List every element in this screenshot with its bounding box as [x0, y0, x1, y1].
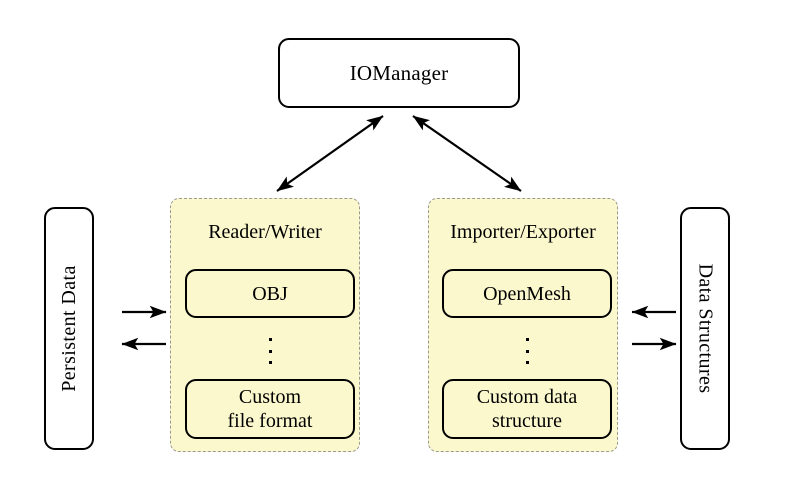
- arrow-manager-reader-writer: [276, 115, 384, 192]
- vdots-dot: [525, 361, 529, 364]
- item-custom-data-structure-line2: structure: [492, 410, 562, 432]
- vdots-dot: [525, 349, 529, 353]
- item-custom-data-structure-line1: Custom data: [476, 386, 578, 408]
- data-structures-label: Data Structures: [694, 263, 717, 394]
- vdots-dot: [268, 338, 272, 341]
- node-persistent-data[interactable]: Persistent Data: [44, 207, 94, 450]
- vdots-reader-writer: [268, 338, 272, 364]
- vdots-dot: [268, 361, 272, 364]
- group-importer-exporter-title: Importer/Exporter: [450, 221, 596, 243]
- vdots-dot: [268, 349, 272, 353]
- io-manager-label: IOManager: [349, 60, 449, 85]
- item-custom-file-format[interactable]: Custom file format: [185, 379, 355, 439]
- vdots-dot: [525, 338, 529, 341]
- node-data-structures[interactable]: Data Structures: [680, 207, 730, 450]
- vdots-importer-exporter: [525, 338, 529, 364]
- item-custom-data-structure[interactable]: Custom data structure: [442, 379, 612, 439]
- item-custom-file-format-line2: file format: [227, 410, 313, 432]
- item-obj[interactable]: OBJ: [185, 269, 355, 318]
- arrow-manager-importer-exporter: [412, 115, 522, 192]
- group-reader-writer-title: Reader/Writer: [208, 221, 322, 243]
- item-obj-label: OBJ: [252, 282, 288, 305]
- item-custom-file-format-line1: Custom: [238, 386, 302, 408]
- node-io-manager[interactable]: IOManager: [278, 38, 520, 108]
- item-openmesh[interactable]: OpenMesh: [442, 269, 612, 318]
- item-openmesh-label: OpenMesh: [483, 282, 571, 305]
- persistent-data-label: Persistent Data: [57, 265, 80, 392]
